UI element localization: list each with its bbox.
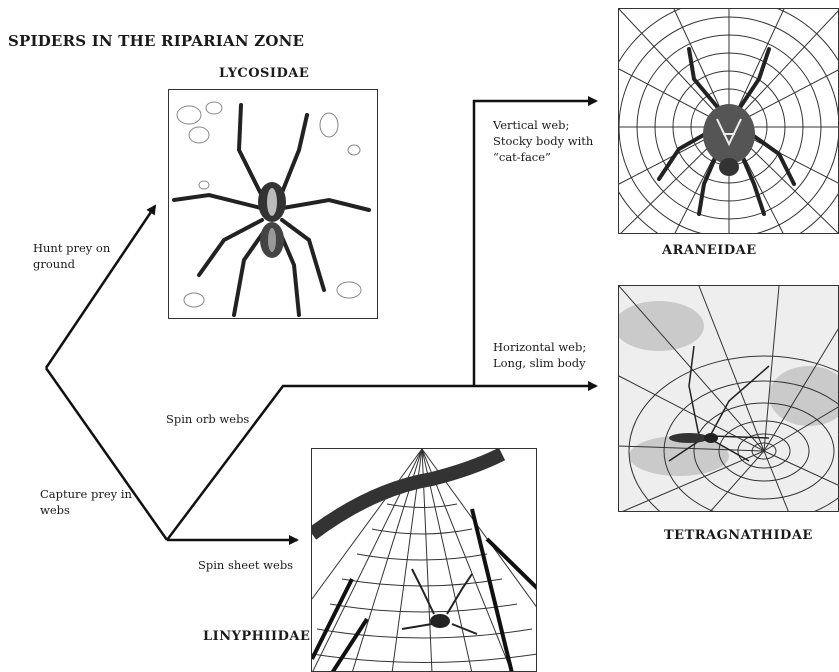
label-hunt-prey: Hunt prey on ground — [33, 240, 133, 272]
lycosidae-illustration — [168, 89, 378, 319]
family-araneidae: ARANEIDAE — [662, 243, 757, 258]
arrow-hunt — [46, 206, 155, 368]
label-spin-sheet: Spin sheet webs — [198, 557, 308, 573]
label-spin-orb: Spin orb webs — [166, 411, 276, 427]
family-tetragnathidae: TETRAGNATHIDAE — [664, 528, 813, 543]
label-vertical-web: Vertical web; Stocky body with “cat-face… — [493, 117, 597, 165]
araneidae-illustration — [618, 8, 839, 234]
label-horizontal-web: Horizontal web; Long, slim body — [493, 339, 597, 371]
label-capture-prey: Capture prey in webs — [40, 486, 140, 518]
family-linyphiidae: LINYPHIIDAE — [203, 629, 310, 644]
linyphiidae-illustration — [311, 448, 537, 672]
family-lycosidae: LYCOSIDAE — [219, 66, 309, 81]
tetragnathidae-illustration — [618, 285, 839, 512]
